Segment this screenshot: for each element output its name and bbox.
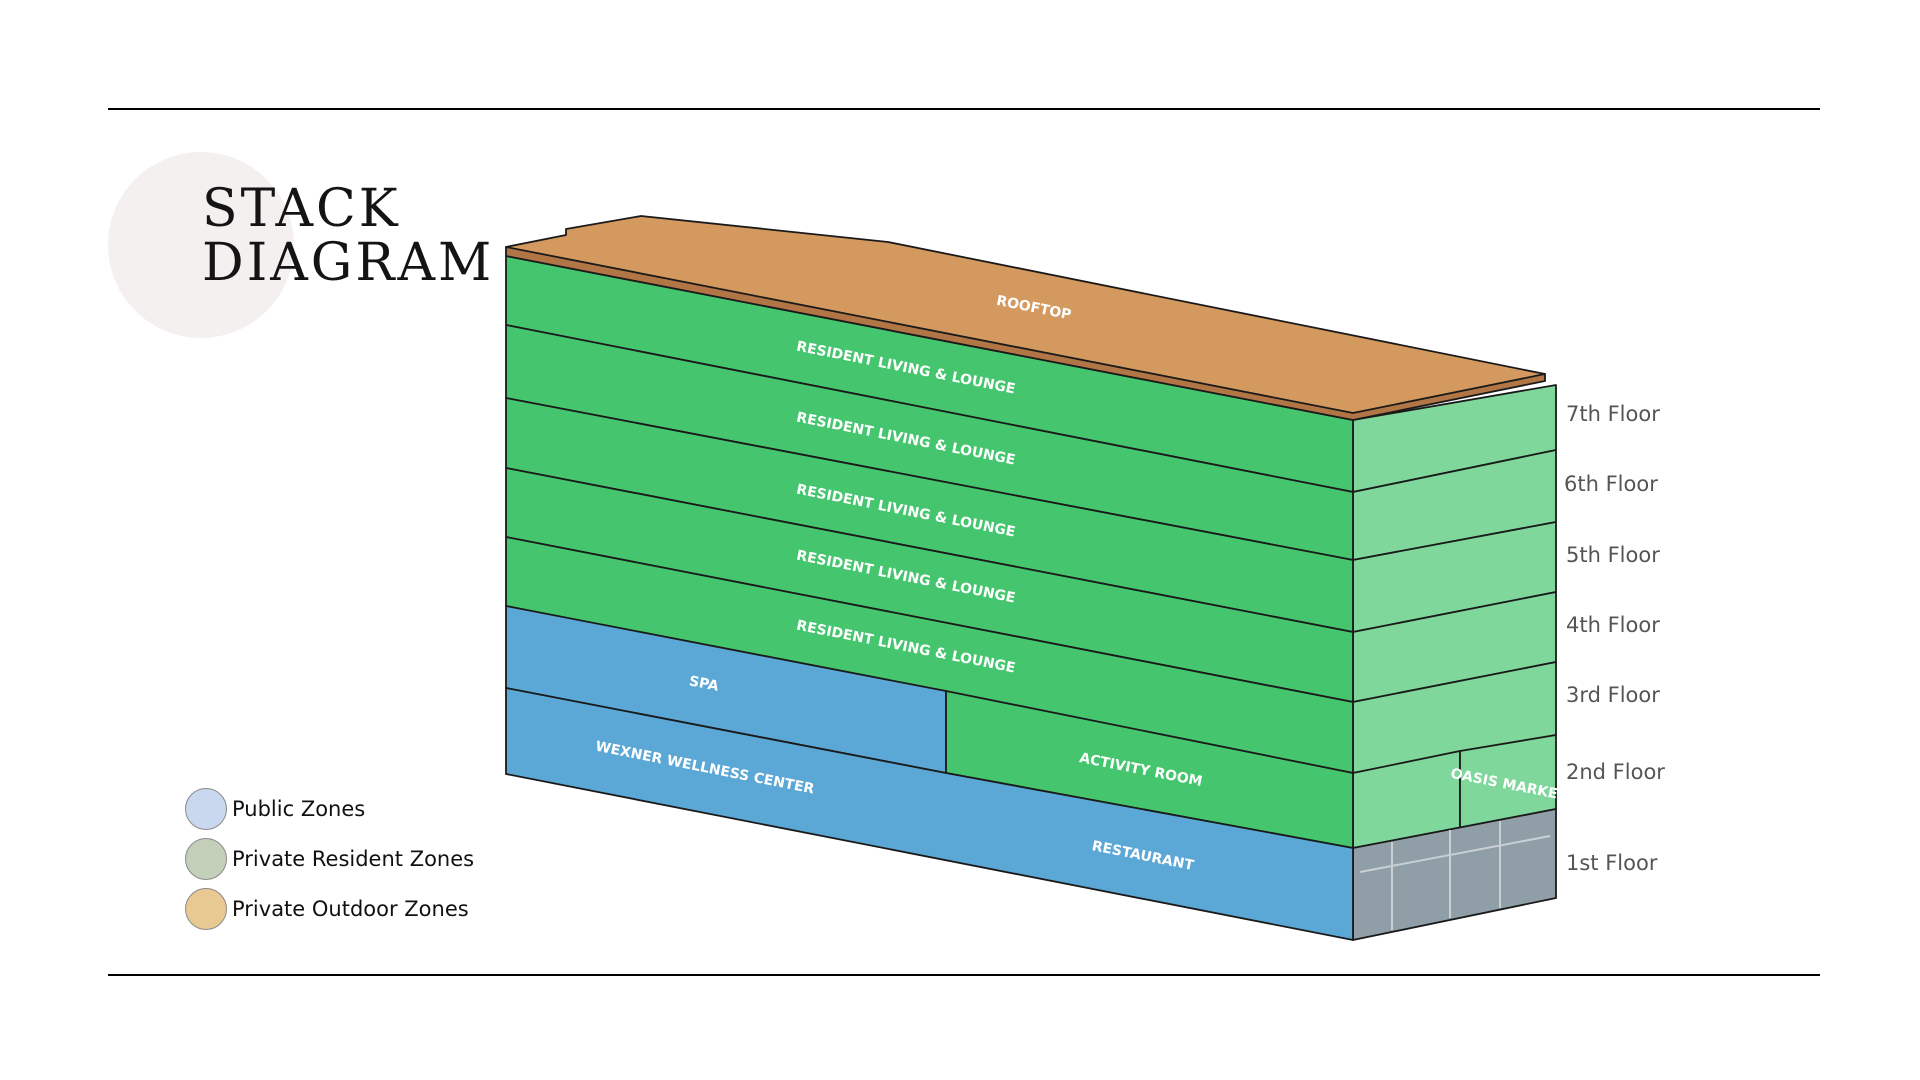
building-front-face bbox=[505, 255, 1354, 941]
floor-label-6: 6th Floor bbox=[1564, 472, 1658, 496]
ground-windows bbox=[1359, 821, 1551, 930]
legend-swatch-public bbox=[185, 788, 227, 830]
legend-item-private-resident: Private Resident Zones bbox=[185, 834, 474, 884]
title-line-2: DIAGRAM bbox=[202, 233, 495, 293]
building-side-face bbox=[1352, 384, 1557, 941]
legend-item-public: Public Zones bbox=[185, 784, 474, 834]
floor-label-4: 4th Floor bbox=[1566, 613, 1660, 637]
legend-label-public: Public Zones bbox=[232, 797, 366, 821]
floor-label-2: 2nd Floor bbox=[1566, 760, 1665, 784]
floor-label-7: 7th Floor bbox=[1566, 402, 1660, 426]
legend-label-private-outdoor: Private Outdoor Zones bbox=[232, 897, 469, 921]
legend-label-private-resident: Private Resident Zones bbox=[232, 847, 475, 871]
front-floor-1 bbox=[505, 687, 1354, 941]
top-rule bbox=[108, 108, 1820, 110]
floor-label-1: 1st Floor bbox=[1566, 851, 1658, 875]
rooftop-surface bbox=[505, 215, 1546, 414]
legend: Public Zones Private Resident Zones Priv… bbox=[185, 784, 474, 934]
title-circle bbox=[108, 152, 294, 338]
title-line-1: STACK bbox=[202, 179, 401, 239]
legend-swatch-private-outdoor bbox=[185, 888, 227, 930]
floor-label-3: 3rd Floor bbox=[1566, 683, 1660, 707]
legend-item-private-outdoor: Private Outdoor Zones bbox=[185, 884, 474, 934]
rooftop bbox=[505, 215, 1546, 421]
zone-label-spa: SPA bbox=[688, 673, 721, 695]
page-title: STACK DIAGRAM bbox=[202, 182, 494, 290]
legend-swatch-private-resident bbox=[185, 838, 227, 880]
bottom-rule bbox=[108, 974, 1820, 976]
floor-label-5: 5th Floor bbox=[1566, 543, 1660, 567]
